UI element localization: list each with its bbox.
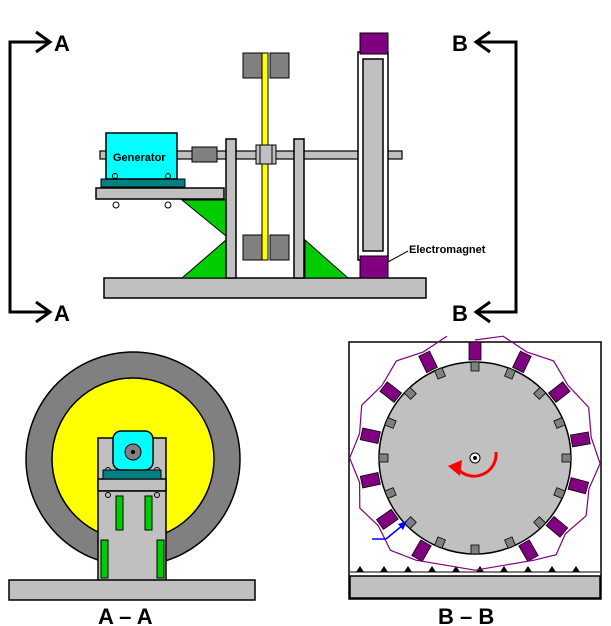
- b-rotor-magnets: [378, 361, 572, 555]
- section-line-b: [473, 30, 518, 324]
- view-b-caption: B – B: [438, 604, 494, 626]
- lower-block-right: [269, 234, 290, 261]
- shaft-coupling: [191, 146, 218, 163]
- rotor-magnet-tab: [384, 487, 397, 499]
- pulley-hub: [255, 144, 277, 165]
- rotor-magnet-tab: [403, 516, 417, 530]
- electromagnet-coil: [518, 539, 539, 563]
- electromagnet-coil: [359, 427, 381, 444]
- section-label-b-top: B: [452, 31, 468, 56]
- track-bump: [356, 566, 364, 572]
- main-shaft: [99, 150, 403, 160]
- electromagnet-coil: [570, 431, 591, 448]
- lower-block-left: [242, 234, 263, 261]
- a-frame-shelf: [97, 478, 167, 492]
- a-gussets: [100, 495, 165, 579]
- bearing-pillar-right: [293, 138, 305, 279]
- track-bump: [500, 566, 508, 572]
- track-bump: [428, 566, 436, 572]
- electromagnet-coil: [512, 350, 532, 374]
- shelf-bolts: [112, 201, 172, 209]
- electromagnet-bottom: [359, 255, 389, 279]
- rotor-magnet-tab: [378, 453, 389, 463]
- electromagnet-top: [359, 32, 389, 55]
- track-bump: [524, 566, 532, 572]
- rotor-magnet-tab: [470, 361, 480, 372]
- rotor-magnet-tab: [553, 487, 566, 499]
- electromagnet-coil: [359, 472, 381, 489]
- electromagnet-coil: [567, 477, 590, 495]
- electromagnet-label: Electromagnet: [409, 244, 486, 256]
- section-line-a: [8, 30, 53, 324]
- upper-block-left: [242, 52, 263, 79]
- rotor-magnet-tab: [553, 417, 566, 429]
- section-label-a-top: A: [54, 31, 70, 56]
- electromagnet-coil: [375, 508, 399, 531]
- generator-shelf: [95, 187, 225, 200]
- rotor-magnet-tab: [504, 536, 516, 549]
- rotor-magnet-tab: [533, 386, 547, 400]
- rotor-disc: [362, 58, 384, 252]
- electromagnet-coil: [468, 341, 482, 361]
- electromagnet-coil: [379, 381, 403, 403]
- rotor-magnet-tab: [533, 516, 547, 530]
- electromagnet-coil: [418, 350, 438, 374]
- rotor-magnet-tab: [434, 536, 446, 549]
- rotor-magnet-tab: [504, 367, 516, 380]
- generator-base: [100, 178, 186, 188]
- electromagnet-coil: [545, 515, 569, 538]
- rotor-magnet-tab: [434, 367, 446, 380]
- generator-label: Generator: [113, 152, 166, 164]
- track-bump: [572, 566, 580, 572]
- rotation-arrow: [448, 451, 498, 478]
- rotor-magnet-tab: [403, 386, 417, 400]
- b-track-bumps: [356, 566, 580, 572]
- track-bump: [452, 566, 460, 572]
- b-wiring: [348, 335, 601, 571]
- rotor-magnet-tab: [384, 417, 397, 429]
- rotor-magnet-tab: [561, 453, 572, 463]
- section-label-b-bottom: B: [452, 301, 468, 326]
- upper-block-right: [269, 52, 290, 79]
- generator-body: [105, 132, 178, 180]
- track-bump: [404, 566, 412, 572]
- view-a-caption: A – A: [98, 604, 153, 626]
- view-a-a: A – A: [8, 351, 256, 626]
- track-bump: [548, 566, 556, 572]
- b-electromagnets: [359, 341, 591, 563]
- a-generator-base: [102, 469, 162, 480]
- side-view: A A B B Generator: [8, 30, 518, 326]
- bearing-pillar-left: [225, 138, 237, 279]
- a-base-plate: [8, 579, 256, 601]
- section-label-a-bottom: A: [54, 301, 70, 326]
- support-gussets: [180, 199, 350, 279]
- base-plate: [103, 277, 427, 299]
- electromagnet-coil: [547, 381, 571, 403]
- a-frame-lower: [97, 490, 167, 583]
- generator-bolts: [112, 173, 171, 179]
- sensor-arrow: [372, 521, 407, 540]
- rotor-magnet-tab: [470, 544, 480, 555]
- electromagnet-coil: [411, 539, 432, 563]
- b-base-plate: [349, 575, 601, 599]
- view-b-b: B – B: [348, 335, 602, 626]
- track-bump: [380, 566, 388, 572]
